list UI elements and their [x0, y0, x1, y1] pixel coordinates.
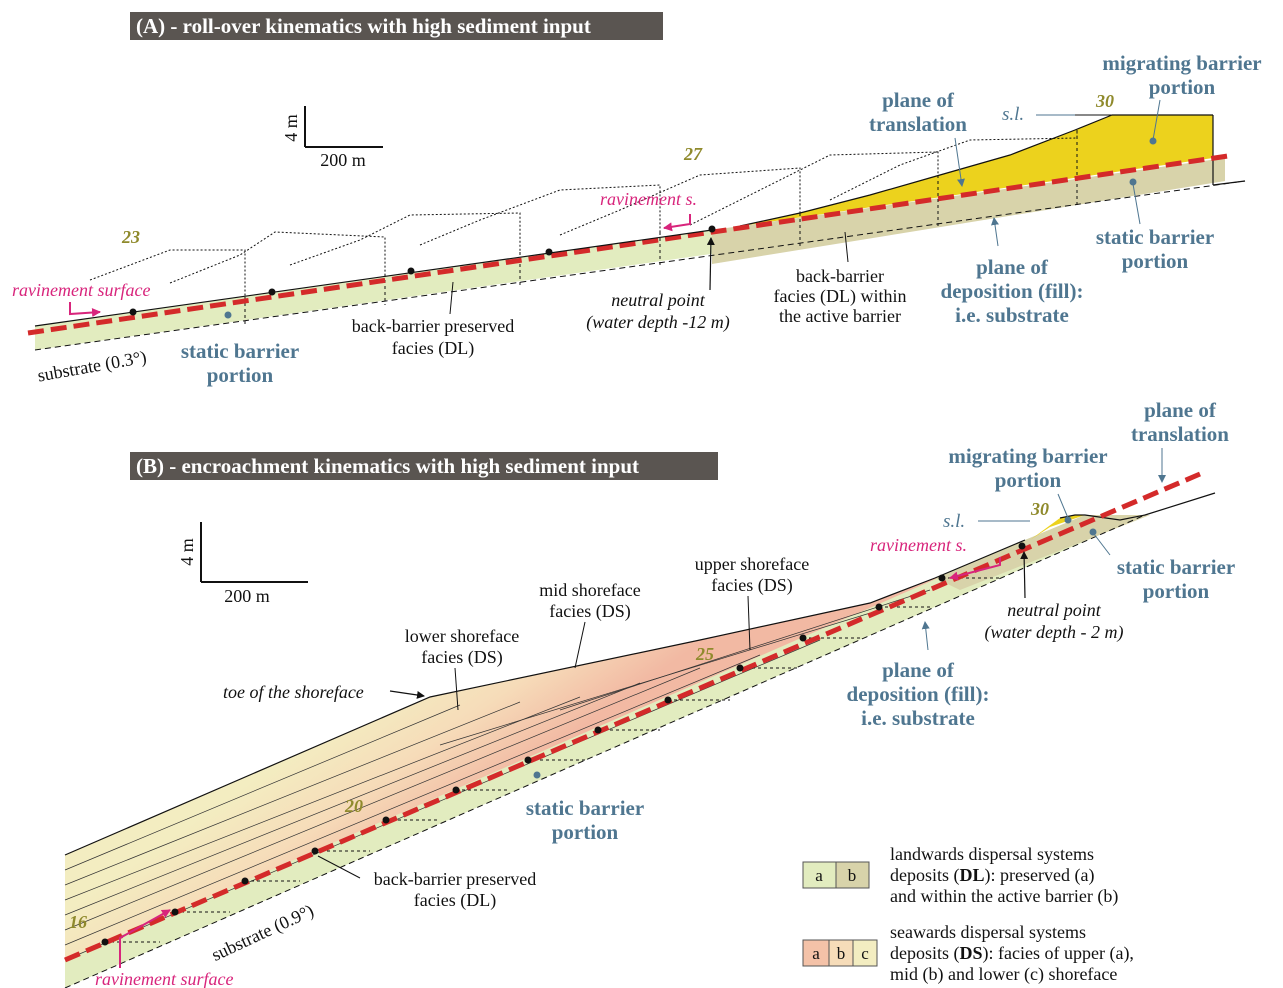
- panel-a-back-barrier-preserved-label: back-barrier preserved: [352, 316, 514, 336]
- panel-a-static-barrier-right-label: static barrier: [1096, 225, 1214, 249]
- legend-dl: a b landwards dispersal systems deposits…: [802, 844, 1118, 907]
- panel-a-step-30: 30: [1095, 91, 1114, 111]
- svg-text:translation: translation: [1131, 422, 1229, 446]
- panel-a-substrate-line: [34, 180, 1246, 351]
- panel-a-ravinement-line: [27, 153, 1229, 336]
- panel-b-step-16: 16: [69, 912, 87, 932]
- panel-b-migrating-barrier-label: migrating barrier: [948, 444, 1107, 468]
- svg-text:(water depth - 2 m): (water depth - 2 m): [985, 622, 1124, 643]
- legend-ds-box-a: a: [812, 944, 820, 963]
- svg-text:deposition (fill):: deposition (fill):: [847, 682, 990, 706]
- svg-text:facies (DS): facies (DS): [711, 575, 792, 596]
- panel-b-substrate-line: [64, 514, 1146, 988]
- panel-b-scale-horizontal: 200 m: [224, 586, 270, 606]
- svg-text:(water depth -12 m): (water depth -12 m): [586, 312, 729, 333]
- panel-b-title-bg: [130, 452, 718, 480]
- panel-a-scale-bar: 4 m 200 m: [281, 106, 383, 170]
- panel-b-plane-translation-label: plane of: [1144, 398, 1217, 422]
- svg-text:portion: portion: [1122, 249, 1189, 273]
- svg-text:portion: portion: [552, 820, 619, 844]
- panel-a-neutral-dots: [129, 225, 716, 316]
- panel-b-neutral-dots: [101, 542, 1026, 946]
- panel-a-migrating-barrier-label: migrating barrier: [1102, 51, 1261, 75]
- panel-b-ravinement-s-label: ravinement s.: [870, 535, 967, 555]
- svg-text:facies (DL) within: facies (DL) within: [774, 286, 907, 307]
- svg-text:translation: translation: [869, 112, 967, 136]
- legend-dl-line2: deposits (DL): preserved (a): [890, 865, 1094, 886]
- panel-a-step-23: 23: [121, 227, 140, 247]
- panel-b-scale-vertical: 4 m: [177, 538, 197, 566]
- svg-text:deposition (fill):: deposition (fill):: [941, 279, 1084, 303]
- svg-text:portion: portion: [1143, 579, 1210, 603]
- legend-dl-line1: landwards dispersal systems: [890, 844, 1094, 864]
- panel-b-plane-deposition-label: plane of: [882, 658, 955, 682]
- panel-a-scale-horizontal: 200 m: [320, 150, 366, 170]
- svg-text:the active barrier: the active barrier: [779, 306, 901, 326]
- panel-a-plane-translation-label: plane of: [882, 88, 955, 112]
- panel-b-scale-bar: 4 m 200 m: [177, 522, 308, 606]
- panel-a-title: (A) - roll-over kinematics with high sed…: [136, 14, 591, 38]
- panel-b-toe-label: toe of the shoreface: [223, 682, 364, 702]
- legend-ds-line3: mid (b) and lower (c) shoreface: [890, 964, 1117, 985]
- panel-b-static-barrier-right-label: static barrier: [1117, 555, 1235, 579]
- panel-a-step-27: 27: [683, 144, 703, 164]
- svg-text:i.e. substrate: i.e. substrate: [955, 303, 1069, 327]
- legend-dl-box-a: a: [815, 866, 823, 885]
- panel-a-scale-vertical: 4 m: [281, 114, 301, 142]
- legend-ds-box-c: c: [861, 944, 869, 963]
- panel-a-substrate-label: substrate (0.3°): [36, 347, 148, 387]
- legend-ds-line2: deposits (DS): facies of upper (a),: [890, 943, 1134, 964]
- legend-ds: a b c seawards dispersal systems deposit…: [802, 922, 1134, 985]
- panel-b-lower-shoreface-label: lower shoreface: [405, 626, 519, 646]
- panel-a-ravinement-surface-label: ravinement surface: [12, 280, 150, 300]
- svg-text:facies (DL): facies (DL): [414, 890, 496, 911]
- legend-dl-line3: and within the active barrier (b): [890, 886, 1118, 907]
- panel-b-neutral-point-label: neutral point: [1007, 600, 1101, 620]
- svg-text:portion: portion: [1149, 75, 1216, 99]
- svg-text:facies (DS): facies (DS): [421, 647, 502, 668]
- panel-a-ravinement-s-label: ravinement s.: [600, 189, 697, 209]
- panel-b-step-30: 30: [1030, 499, 1049, 519]
- panel-b-ravinement-surface-label: ravinement surface: [95, 969, 233, 988]
- panel-b-migrating-barrier: [1030, 515, 1085, 540]
- panel-b-mid-shoreface-label: mid shoreface: [539, 580, 640, 600]
- panel-b-sea-level-label: s.l.: [943, 511, 965, 532]
- panel-a-title-bg: [130, 12, 663, 40]
- panel-b-upper-shoreface-label: upper shoreface: [695, 554, 809, 574]
- panel-a-dividers: [244, 130, 1078, 325]
- panel-a-static-barrier-left-label: static barrier: [181, 339, 299, 363]
- panel-b-title: (B) - encroachment kinematics with high …: [136, 454, 639, 478]
- panel-b-step-20: 20: [344, 796, 363, 816]
- panel-a-sea-level-label: s.l.: [1002, 104, 1024, 125]
- panel-a-back-barrier-active-label: back-barrier: [796, 266, 884, 286]
- svg-text:facies (DL): facies (DL): [392, 338, 474, 359]
- legend-dl-box-b: b: [848, 866, 857, 885]
- panel-a-plane-deposition-label: plane of: [976, 255, 1049, 279]
- panel-a-neutral-point-label: neutral point: [611, 290, 705, 310]
- legend: a b landwards dispersal systems deposits…: [802, 844, 1134, 985]
- panel-b-static-barrier-mid-label: static barrier: [526, 796, 644, 820]
- legend-ds-line1: seawards dispersal systems: [890, 922, 1086, 942]
- svg-text:portion: portion: [995, 468, 1062, 492]
- panel-b: (B) - encroachment kinematics with high …: [64, 398, 1235, 988]
- svg-text:facies (DS): facies (DS): [549, 601, 630, 622]
- svg-text:portion: portion: [207, 363, 274, 387]
- panel-a-past-profiles: [89, 130, 1078, 297]
- panel-b-active-strip: [935, 515, 1150, 590]
- legend-ds-box-b: b: [837, 944, 846, 963]
- panel-b-back-barrier-preserved-label: back-barrier preserved: [374, 869, 536, 889]
- panel-b-step-25: 25: [695, 644, 714, 664]
- panel-a: (A) - roll-over kinematics with high sed…: [12, 12, 1262, 387]
- svg-text:i.e. substrate: i.e. substrate: [861, 706, 975, 730]
